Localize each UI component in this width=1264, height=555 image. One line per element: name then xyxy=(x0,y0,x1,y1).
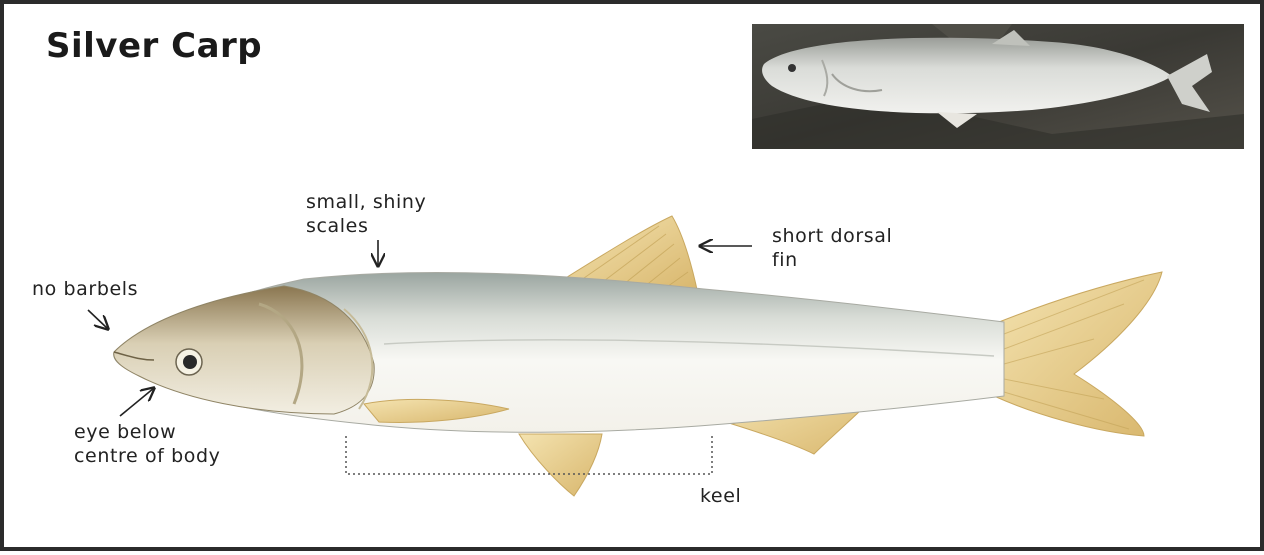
eye-label-line-1: eye below xyxy=(74,420,221,444)
eye-label-line-2: centre of body xyxy=(74,444,221,468)
tail-fin xyxy=(994,272,1162,436)
scales-label: small, shiny scales xyxy=(306,190,426,238)
scales-label-line-2: scales xyxy=(306,214,426,238)
pelvic-fin xyxy=(519,434,602,496)
arrow-barbels xyxy=(88,310,108,329)
dorsal-fin-label-line-2: fin xyxy=(772,248,892,272)
barbels-label: no barbels xyxy=(32,277,138,301)
arrow-eye xyxy=(120,388,154,416)
eye-label: eye below centre of body xyxy=(74,420,221,468)
dorsal-fin-label: short dorsal fin xyxy=(772,224,892,272)
dorsal-fin-label-line-1: short dorsal xyxy=(772,224,892,248)
keel-label: keel xyxy=(700,484,741,508)
fish-illustration xyxy=(4,4,1264,555)
scales-label-line-1: small, shiny xyxy=(306,190,426,214)
